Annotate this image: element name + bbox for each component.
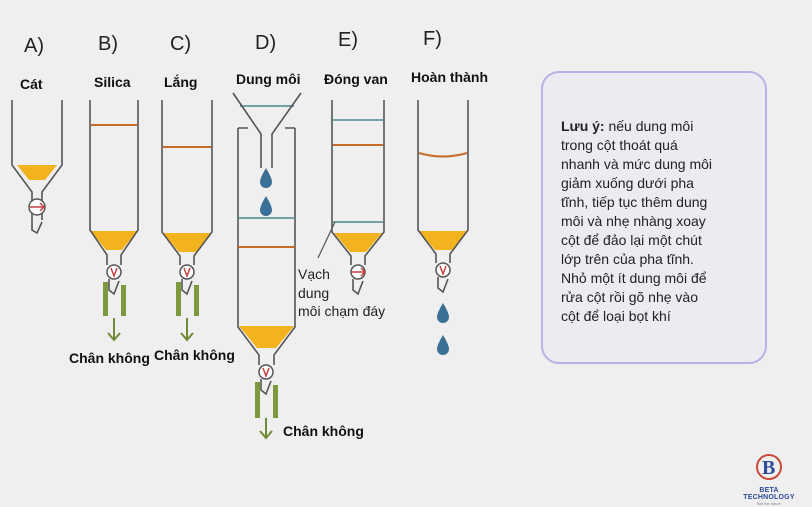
column-c-tip	[181, 279, 193, 296]
step-e-label: Đóng van	[324, 71, 388, 87]
solvent-mark-label: Vạch dung môi chạm đáy	[298, 266, 385, 319]
column-b-silica	[91, 231, 137, 250]
note-line-2: trong cột thoát quá	[561, 137, 678, 153]
note-line-11: cột để loại bọt khí	[561, 308, 671, 324]
step-f-label: Hoàn thành	[411, 69, 488, 85]
column-b-vacuum-right	[121, 285, 126, 316]
column-d-vacuum-right	[273, 385, 278, 418]
column-f-tip	[437, 277, 449, 294]
column-f-drop-2-icon	[437, 335, 449, 355]
step-c-label: Lắng	[164, 73, 197, 90]
step-d-letter: D)	[255, 32, 276, 54]
column-d-tip	[260, 379, 272, 396]
note-line-3: nhanh và mức dung môi	[561, 156, 713, 172]
column-d-silica	[239, 326, 294, 348]
solvent-mark-line-1: Vạch	[298, 266, 330, 282]
column-e-mark-pointer	[317, 221, 336, 259]
step-a-label: Cát	[20, 76, 43, 92]
note-line-7: cột để đảo lại một chút	[561, 232, 702, 248]
column-c-vacuum-arrow-icon	[180, 318, 194, 342]
column-c-silica	[163, 233, 211, 252]
column-d-vacuum-left	[255, 382, 260, 418]
brand-logo: B BETA TECHNOLOGY Bet the future	[736, 452, 802, 506]
column-e-tip	[352, 279, 364, 296]
column-b-vacuum-arrow-icon	[107, 318, 121, 342]
column-b-tube	[89, 100, 139, 265]
column-d-valve-arrow-icon	[262, 367, 270, 379]
column-c-vacuum-label: Chân không	[154, 347, 235, 363]
column-b	[89, 100, 139, 342]
column-d-drop-2-icon	[260, 196, 272, 216]
solvent-mark-line-3: môi chạm đáy	[298, 303, 385, 319]
note-line-10: rửa cột rồi gõ nhẹ vào	[561, 289, 699, 305]
column-a-sand	[17, 165, 57, 180]
beta-b-logo-icon: B	[756, 454, 782, 480]
column-a	[11, 100, 63, 235]
note-line-4: giảm xuống dưới pha	[561, 175, 694, 191]
column-d-tube	[237, 160, 296, 365]
column-f-valve-arrow-icon	[439, 265, 447, 277]
column-c-vacuum-left	[176, 282, 181, 316]
column-c-vacuum-right	[194, 285, 199, 316]
step-d-label: Dung môi	[236, 71, 301, 87]
column-d-upper-walls	[237, 128, 296, 160]
column-c	[161, 100, 213, 342]
column-f	[417, 100, 469, 355]
note-line-9: Nhỏ một ít dung môi để	[561, 270, 707, 286]
step-e-letter: E)	[338, 29, 358, 51]
column-b-valve-arrow-icon	[110, 267, 118, 279]
step-f-letter: F)	[423, 28, 442, 50]
column-c-valve-arrow-icon	[183, 267, 191, 279]
note-box: Lưu ý: nếu dung môi trong cột thoát quá …	[541, 71, 767, 364]
note-line-6: môi và nhẹ nhàng xoay	[561, 213, 706, 229]
column-f-drop-1-icon	[437, 303, 449, 323]
column-e-tube	[331, 100, 385, 265]
column-f-silica	[419, 231, 467, 250]
column-c-tube	[161, 100, 213, 265]
column-d-vacuum-arrow-icon	[259, 418, 273, 440]
column-b-vacuum-label: Chân không	[69, 350, 150, 366]
column-d	[232, 92, 302, 440]
column-d-vacuum-label: Chân không	[283, 423, 364, 439]
column-e	[317, 100, 385, 296]
note-title: Lưu ý:	[561, 118, 609, 134]
note-line-1: nếu dung môi	[608, 118, 694, 134]
column-b-tip	[108, 279, 120, 296]
note-line-5: tĩnh, tiếp tục thêm dung	[561, 194, 708, 210]
step-a-letter: A)	[24, 35, 44, 57]
column-e-valve-closed-arrow-icon	[351, 267, 367, 277]
brand-tagline: Bet the future	[756, 501, 781, 506]
column-e-silica	[334, 233, 382, 252]
solvent-mark-line-2: dung	[298, 285, 329, 301]
column-d-funnel	[232, 92, 302, 168]
column-f-tube	[417, 100, 469, 263]
column-d-drop-1-icon	[260, 168, 272, 188]
column-f-silica-top-line	[418, 152, 468, 158]
column-a-valve-arrow-icon	[30, 202, 46, 212]
column-b-vacuum-left	[103, 282, 108, 316]
svg-text:B: B	[762, 457, 775, 479]
step-c-letter: C)	[170, 33, 191, 55]
column-a-tip	[31, 220, 43, 235]
brand-name: BETA TECHNOLOGY	[743, 487, 795, 501]
step-b-label: Silica	[94, 74, 131, 90]
step-b-letter: B)	[98, 33, 118, 55]
note-line-8: lớp trên của pha tĩnh.	[561, 251, 694, 267]
